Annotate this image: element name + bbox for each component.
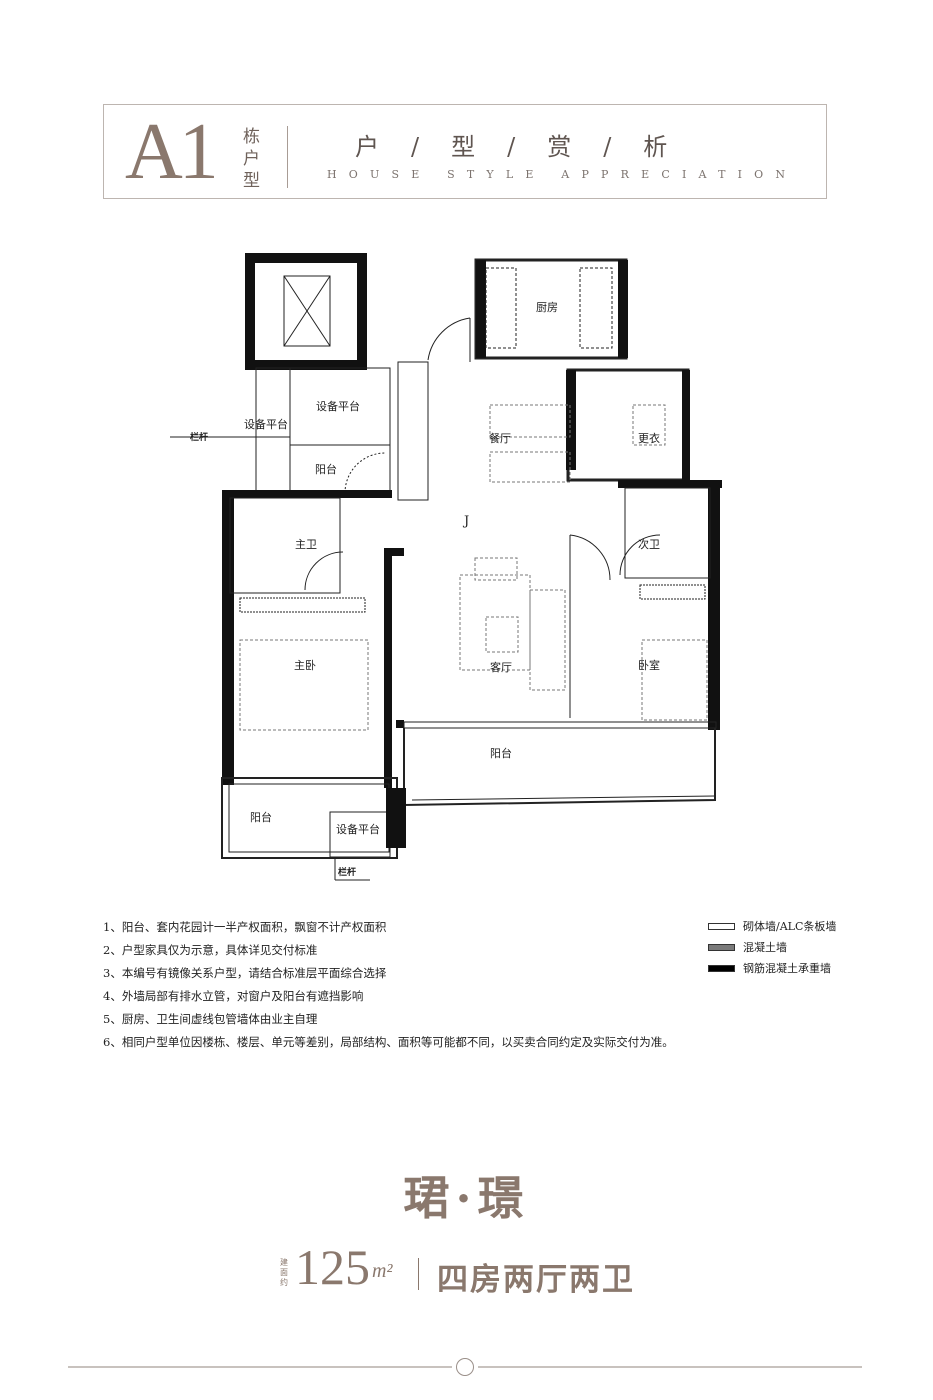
- note: 5、厨房、卫生间虚线包管墙体由业主自理: [103, 1012, 318, 1026]
- room-label-master-bath: 主卫: [295, 538, 317, 551]
- area-unit: m²: [372, 1260, 393, 1282]
- legend-label: 钢筋混凝土承重墙: [743, 962, 831, 975]
- note: 1、阳台、套内花园计一半产权面积，飘窗不计产权面积: [103, 920, 387, 934]
- room-label-master-bedroom: 主卧: [294, 659, 316, 672]
- note: 4、外墙局部有排水立管，对窗户及阳台有遮挡影响: [103, 989, 364, 1003]
- area-value: 125: [295, 1239, 370, 1295]
- entry-mark: J: [464, 514, 470, 529]
- seal-logo: [456, 1358, 474, 1376]
- area-label: 建面约: [280, 1258, 288, 1287]
- note: 3、本编号有镜像关系户型，请结合标准层平面综合选择: [103, 966, 387, 980]
- note: 6、相同户型单位因楼栋、楼层、单元等差别，局部结构、面积等可能都不同，以买卖合同…: [103, 1035, 674, 1049]
- footer-rule-left: [68, 1366, 452, 1368]
- note: 2、户型家具仅为示意，具体详见交付标准: [103, 943, 318, 957]
- legend-swatch-masonry: [708, 923, 735, 930]
- legend-label: 混凝土墙: [743, 941, 787, 954]
- room-label-equip-platform: 设备平台: [244, 418, 288, 431]
- elevator-icon: [283, 275, 331, 347]
- header-divider: [287, 126, 288, 188]
- footer-rule-right: [478, 1366, 862, 1368]
- legend-swatch-bearing: [708, 965, 735, 972]
- legend-label: 砌体墙/ALC条板墙: [743, 920, 837, 933]
- footer-divider: [418, 1258, 419, 1290]
- legend-swatch-concrete: [708, 944, 735, 951]
- room-label-equip-platform: 设备平台: [316, 400, 360, 413]
- layout-type: 四房两厅两卫: [437, 1262, 635, 1298]
- railing-label: 栏杆: [338, 868, 357, 878]
- room-label-balcony: 阳台: [315, 463, 337, 476]
- title-sep: /: [411, 133, 422, 161]
- room-label-dining: 餐厅: [489, 432, 511, 445]
- title-cn: 户 / 型 / 赏 / 析: [355, 127, 669, 162]
- room-label-balcony: 阳台: [490, 747, 512, 760]
- unit-code-suffix: 栋户型: [243, 127, 260, 191]
- railing-label: 栏杆: [190, 433, 209, 443]
- title-char: 析: [643, 133, 670, 161]
- room-label-second-bath: 次卫: [638, 538, 660, 551]
- room-label-balcony: 阳台: [250, 811, 272, 824]
- title-en: HOUSE STYLE APPRECIATION: [327, 168, 798, 181]
- equipment-platform-walls: [289, 367, 391, 494]
- title-char: 赏: [547, 133, 574, 161]
- room-label-bedroom: 卧室: [638, 659, 660, 672]
- header-frame: [103, 104, 827, 199]
- project-name: 珺·璟: [403, 1171, 530, 1225]
- room-label-kitchen: 厨房: [536, 301, 558, 314]
- title-sep: /: [507, 133, 518, 161]
- room-label-dressing: 更衣: [638, 432, 660, 445]
- unit-code: A1: [125, 108, 219, 196]
- title-char: 户: [355, 133, 381, 161]
- room-label-living: 客厅: [490, 661, 512, 674]
- room-label-equip-platform: 设备平台: [336, 823, 380, 836]
- title-char: 型: [451, 133, 478, 161]
- elevator-shaft: [245, 253, 367, 370]
- title-sep: /: [603, 133, 614, 161]
